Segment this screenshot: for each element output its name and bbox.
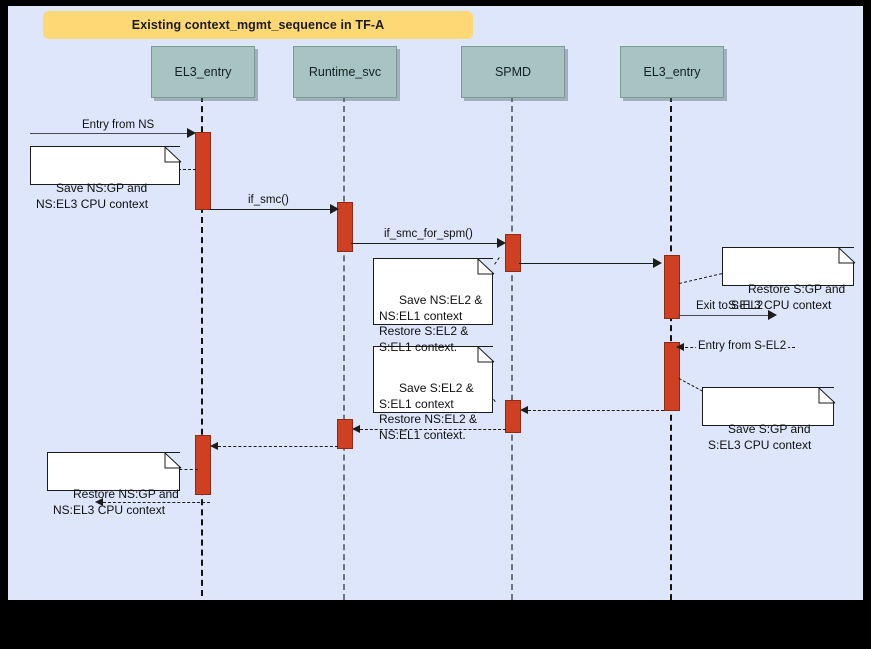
participant-el3-entry-left[interactable]: EL3_entry bbox=[151, 46, 255, 98]
message-line-runtime-svc-to-el3-entry-left bbox=[218, 446, 338, 447]
note-anchor-3 bbox=[679, 273, 723, 284]
note-fold-icon bbox=[477, 346, 495, 363]
participant-runtime-svc[interactable]: Runtime_svc bbox=[293, 46, 397, 98]
activation-el3-entry-right-1 bbox=[664, 255, 680, 319]
activation-runtime-svc-2 bbox=[337, 419, 353, 449]
note-fold-icon bbox=[477, 258, 495, 275]
participant-label: EL3_entry bbox=[174, 65, 232, 79]
note-restore-s-gp: Restore S:GP and S:EL3 CPU context bbox=[722, 247, 856, 312]
note-fold-icon bbox=[164, 146, 182, 163]
message-arrowhead-if-smc bbox=[330, 204, 339, 214]
lifeline-runtime-svc bbox=[343, 96, 345, 600]
note-text: Save NS:EL2 & NS:EL1 context Restore S:E… bbox=[379, 293, 483, 354]
note-save-s-gp: Save S:GP and S:EL3 CPU context bbox=[702, 387, 836, 452]
message-line-el3-entry-left-to-external bbox=[103, 502, 210, 503]
activation-el3-entry-right-2 bbox=[664, 342, 680, 411]
message-arrowhead-if-smc-for-spm bbox=[497, 238, 506, 248]
note-restore-ns-gp: Restore NS:GP and NS:EL3 CPU context bbox=[47, 452, 182, 517]
note-text: Save S:EL2 & S:EL1 context Restore NS:EL… bbox=[379, 381, 478, 442]
diagram-title-banner: Existing context_mgmt_sequence in TF-A bbox=[43, 11, 473, 39]
note-text: Save S:GP and S:EL3 CPU context bbox=[708, 422, 812, 452]
participant-el3-entry-right[interactable]: EL3_entry bbox=[620, 46, 724, 98]
activation-el3-entry-left-2 bbox=[195, 435, 211, 495]
note-text: Restore NS:GP and NS:EL3 CPU context bbox=[53, 487, 179, 517]
note-fold-icon bbox=[164, 452, 182, 469]
message-arrowhead-runtime-svc-to-el3-entry-left bbox=[210, 442, 218, 450]
message-line-spmd-to-runtime-svc bbox=[360, 429, 506, 430]
message-label-entry-from-s-el2: Entry from S-EL2 bbox=[696, 340, 789, 352]
activation-spmd-2 bbox=[505, 400, 521, 433]
message-label-if-smc-for-spm: if_smc_for_spm() bbox=[382, 228, 475, 240]
message-arrowhead-el3-entry-right-to-spmd bbox=[520, 406, 528, 414]
note-save-ns-gp: Save NS:GP and NS:EL3 CPU context bbox=[30, 146, 182, 211]
lifeline-el3-entry-left bbox=[201, 96, 203, 596]
message-arrowhead-entry-from-s-el2 bbox=[676, 343, 684, 351]
diagram-title: Existing context_mgmt_sequence in TF-A bbox=[131, 18, 385, 32]
message-line-el3-entry-right-to-spmd bbox=[528, 410, 664, 411]
message-label-entry-from-ns: Entry from NS bbox=[80, 119, 157, 131]
message-label-if-smc: if_smc() bbox=[246, 194, 291, 206]
message-arrowhead-spmd-to-el3-entry-right bbox=[653, 258, 662, 268]
note-save-s-el2: Save S:EL2 & S:EL1 context Restore NS:EL… bbox=[373, 346, 495, 442]
participant-label: SPMD bbox=[494, 65, 532, 79]
note-fold-icon bbox=[838, 247, 856, 264]
sequence-diagram-canvas: Existing context_mgmt_sequence in TF-A E… bbox=[8, 6, 863, 600]
note-fold-icon bbox=[818, 387, 836, 404]
message-line-if-smc-for-spm bbox=[351, 243, 499, 244]
participant-spmd[interactable]: SPMD bbox=[461, 46, 565, 98]
note-save-ns-el2: Save NS:EL2 & NS:EL1 context Restore S:E… bbox=[373, 258, 495, 354]
participant-label: Runtime_svc bbox=[308, 65, 382, 79]
message-arrowhead-exit-to-s-el2 bbox=[768, 310, 777, 320]
lifeline-spmd bbox=[511, 96, 513, 600]
note-text: Save NS:GP and NS:EL3 CPU context bbox=[36, 181, 149, 211]
message-line-spmd-to-el3-entry-right bbox=[519, 263, 655, 264]
participant-label: EL3_entry bbox=[643, 65, 701, 79]
note-anchor-6 bbox=[174, 469, 198, 470]
message-line-entry-from-ns bbox=[30, 133, 188, 134]
activation-runtime-svc-1 bbox=[337, 202, 353, 252]
message-arrowhead-el3-entry-left-to-external bbox=[95, 498, 103, 506]
message-arrowhead-spmd-to-runtime-svc bbox=[352, 425, 360, 433]
note-text: Restore S:GP and S:EL3 CPU context bbox=[728, 282, 846, 312]
message-label-exit-to-s-el2: Exit to S-EL2 bbox=[694, 300, 766, 312]
message-line-if-smc bbox=[209, 209, 332, 210]
activation-spmd-1 bbox=[505, 234, 521, 272]
message-arrowhead-entry-from-ns bbox=[187, 128, 196, 138]
message-line-exit-to-s-el2 bbox=[678, 315, 770, 316]
activation-el3-entry-left-1 bbox=[195, 132, 211, 210]
